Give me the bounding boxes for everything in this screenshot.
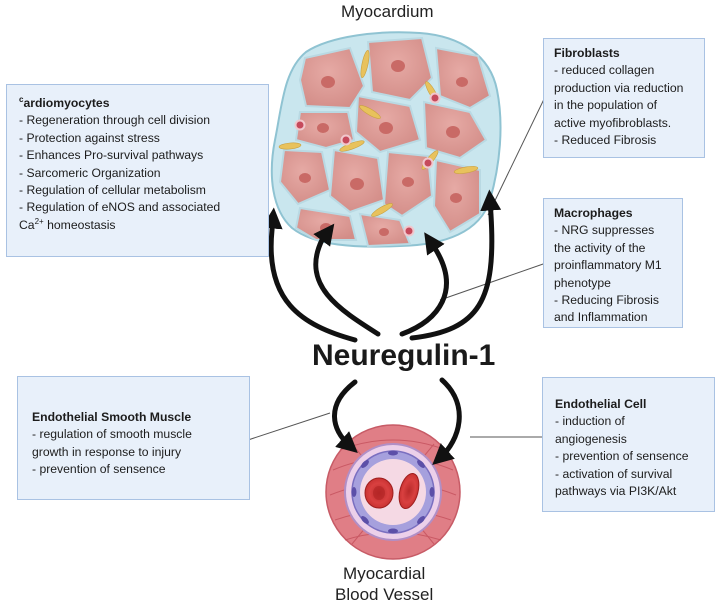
endothelial-nuclei bbox=[351, 450, 435, 534]
arrows bbox=[261, 189, 502, 466]
smooth-muscle-box: Endothelial Smooth Muscle - regulation o… bbox=[17, 376, 250, 500]
fibroblast bbox=[359, 105, 381, 119]
list-item: production via reduction bbox=[554, 80, 684, 95]
list-item: - prevention of sensence bbox=[555, 449, 689, 464]
macrophages-box: Macrophages - NRG suppresses the activit… bbox=[543, 198, 683, 328]
connector-macrophages bbox=[439, 262, 547, 301]
list-item: - reduced collagen bbox=[554, 63, 655, 78]
list-item: - Enhances Pro-survival pathways bbox=[19, 148, 204, 163]
fibroblasts-heading: Fibroblasts bbox=[554, 46, 620, 60]
arrow-to-myocardium-center-right bbox=[399, 232, 449, 337]
myocardium-label: Myocardium bbox=[341, 2, 434, 21]
arrow-to-myocardium-left bbox=[261, 207, 358, 343]
list-item: - activation of survival bbox=[555, 466, 673, 481]
fibroblast bbox=[371, 203, 393, 217]
list-item: - induction of bbox=[555, 414, 625, 429]
smooth-muscle-heading: Endothelial Smooth Muscle bbox=[32, 410, 192, 424]
cardiomyocytes-box: cardiomyocytes - Regeneration through ce… bbox=[6, 84, 269, 257]
endothelial-cell-box: Endothelial Cell - induction of angiogen… bbox=[542, 377, 715, 512]
neuregulin-title: Neuregulin-1 bbox=[312, 339, 496, 372]
fibroblast bbox=[360, 49, 370, 79]
nucleus bbox=[321, 76, 335, 88]
nucleus bbox=[446, 126, 460, 138]
arrow-to-vessel-right bbox=[432, 377, 462, 466]
list-item: the activity of the bbox=[554, 240, 646, 255]
nucleus bbox=[317, 123, 329, 133]
arrow-to-myocardium-right bbox=[409, 189, 502, 341]
list-item: active myofibroblasts. bbox=[554, 115, 672, 130]
list-item: - regulation of smooth muscle bbox=[32, 427, 192, 442]
nucleus bbox=[299, 173, 311, 183]
blood-vessel-illustration bbox=[325, 424, 461, 560]
arrow-to-vessel-left bbox=[332, 379, 358, 453]
list-item: - Regeneration through cell division bbox=[19, 113, 211, 128]
list-item: and Inflammation bbox=[554, 310, 648, 325]
cardiomyocyte-cells bbox=[278, 36, 492, 248]
nucleus bbox=[379, 122, 393, 134]
endothelial-cell-heading: Endothelial Cell bbox=[555, 397, 647, 411]
arrow-to-myocardium-center-left bbox=[313, 223, 381, 337]
nucleus bbox=[456, 77, 468, 87]
red-blood-cell bbox=[398, 472, 420, 510]
list-item: - Reduced Fibrosis bbox=[554, 133, 657, 148]
connector-smooth-muscle bbox=[247, 412, 331, 441]
list-item: angiogenesis bbox=[555, 431, 627, 446]
vessel-label-line1: Myocardial bbox=[343, 564, 426, 583]
macrophage bbox=[403, 225, 415, 237]
list-item: - Protection against stress bbox=[19, 130, 160, 145]
list-item: - NRG suppresses bbox=[554, 223, 655, 238]
list-item: - Regulation of cellular metabolism bbox=[19, 183, 206, 198]
nucleus bbox=[350, 178, 364, 190]
list-item: pathways via PI3K/Akt bbox=[555, 484, 677, 499]
fibroblasts-box: Fibroblasts - reduced collagen productio… bbox=[543, 38, 705, 158]
list-item: - Regulation of eNOS and associated bbox=[19, 200, 221, 215]
macrophage bbox=[422, 157, 434, 169]
list-item: in the population of bbox=[554, 98, 657, 113]
list-item: - prevention of sensence bbox=[32, 462, 166, 477]
nucleus bbox=[391, 60, 405, 72]
macrophage-cells bbox=[294, 92, 441, 237]
list-item: Ca2+ homeostasis bbox=[19, 216, 116, 232]
list-item: growth in response to injury bbox=[32, 444, 182, 459]
macrophages-heading: Macrophages bbox=[554, 206, 633, 220]
macrophage bbox=[429, 92, 441, 104]
cardiomyocyte-nuclei bbox=[299, 60, 468, 236]
macrophage bbox=[340, 134, 352, 146]
list-item: proinflammatory M1 bbox=[554, 258, 662, 273]
vessel-label-line2: Blood Vessel bbox=[335, 585, 434, 604]
myocardium-illustration bbox=[270, 31, 502, 248]
macrophage bbox=[294, 119, 306, 131]
cardiomyocytes-heading: cardiomyocytes bbox=[19, 94, 110, 110]
vessel-label: Myocardial Blood Vessel bbox=[335, 563, 433, 605]
list-item: - Sarcomeric Organization bbox=[19, 165, 161, 180]
list-item: - Reducing Fibrosis bbox=[554, 293, 659, 308]
fibroblast bbox=[453, 166, 479, 174]
nucleus bbox=[379, 228, 389, 236]
fibroblast bbox=[278, 142, 302, 150]
nucleus bbox=[402, 177, 414, 187]
list-item: phenotype bbox=[554, 275, 611, 290]
nucleus bbox=[450, 193, 462, 203]
fibroblast bbox=[339, 140, 365, 152]
red-blood-cell bbox=[373, 486, 385, 500]
